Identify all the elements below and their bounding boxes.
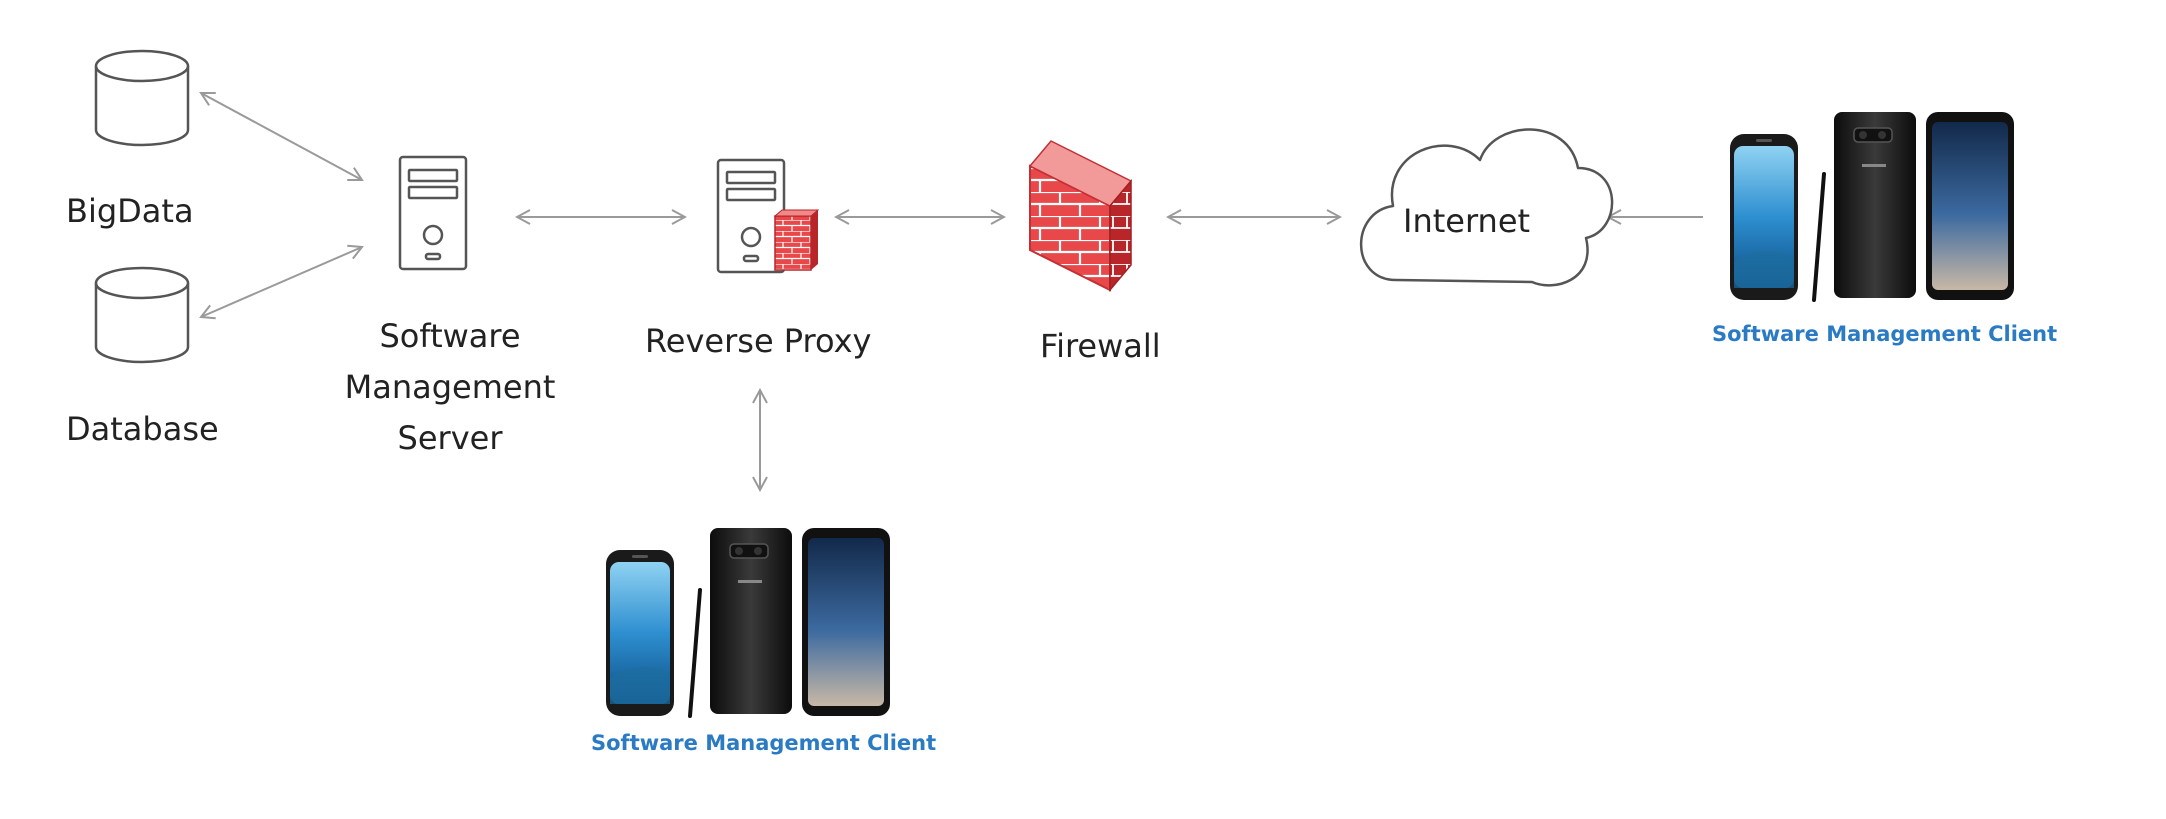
client-right-label: Software Management Client — [1712, 322, 2058, 346]
edge-database-server — [201, 247, 362, 317]
server-label-line-3: Server — [397, 419, 503, 457]
client-bottom-label: Software Management Client — [591, 731, 937, 755]
firewall-label: Firewall — [1040, 327, 1161, 365]
bigdata-label: BigData — [66, 192, 194, 230]
bigdata-database-icon — [94, 49, 190, 147]
client-devices-bottom-icon — [604, 526, 892, 718]
cloud-icon — [1359, 128, 1614, 287]
server-label: Software Management Server — [330, 311, 570, 464]
server-label-line-2: Management — [344, 368, 556, 406]
server-label-line-1: Software — [379, 317, 521, 355]
server-icon — [398, 155, 468, 271]
internet-label: Internet — [1403, 202, 1531, 240]
database-label: Database — [66, 410, 219, 448]
reverse-proxy-icon — [716, 158, 820, 274]
edge-bigdata-server — [201, 93, 362, 180]
client-devices-right-icon — [1728, 110, 2016, 302]
firewall-icon — [1028, 140, 1133, 293]
proxy-firewall-badge-icon — [773, 209, 820, 271]
reverse-proxy-label: Reverse Proxy — [645, 322, 872, 360]
database-icon — [94, 266, 190, 364]
